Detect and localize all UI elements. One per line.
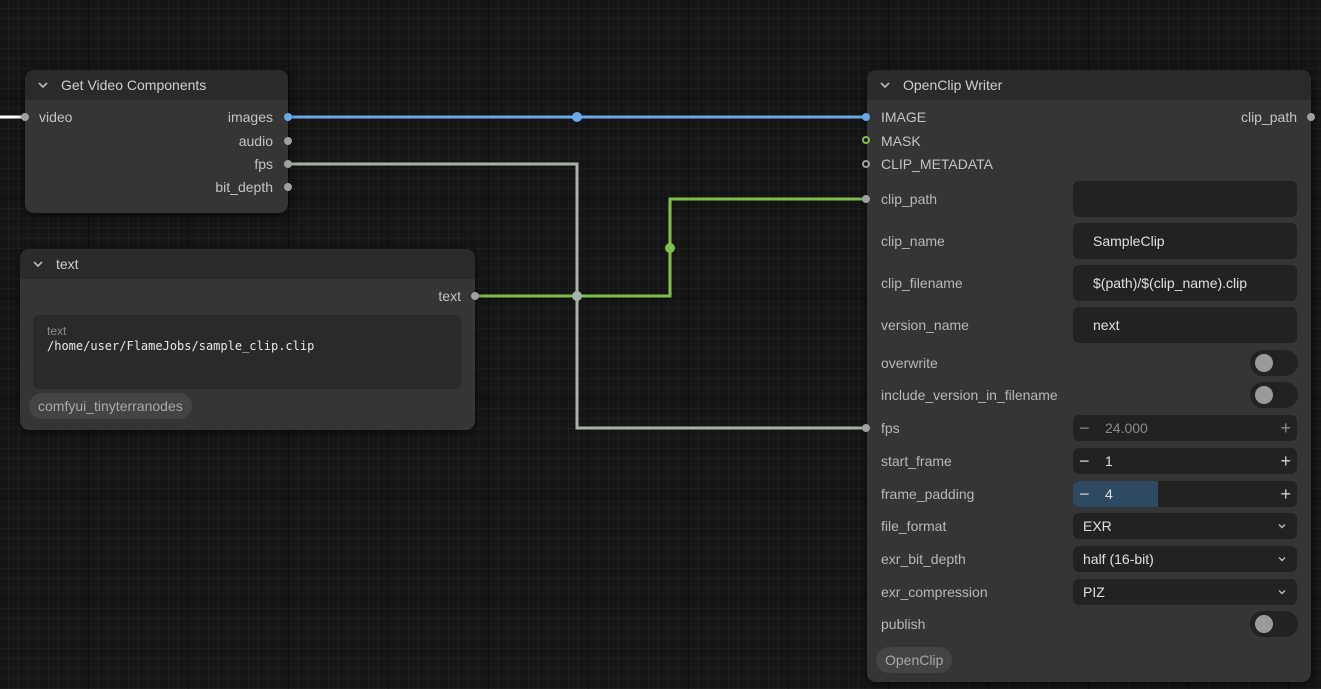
clip-filename-value: $(path)/$(clip_name).clip [1093,275,1248,291]
output-audio-dot[interactable] [284,137,292,145]
fps-label: fps [881,420,900,436]
output-clip-path-dot[interactable] [1307,113,1315,121]
chevron-down-icon[interactable] [37,79,49,91]
include-version-label: include_version_in_filename [881,387,1058,403]
start-frame-value: 1 [1105,453,1113,469]
version-name-value: next [1093,317,1120,333]
minus-icon[interactable]: − [1079,451,1090,471]
output-slot-fps: fps [254,156,273,172]
text-field[interactable]: text /home/user/FlameJobs/sample_clip.cl… [33,315,461,389]
output-slot-bit-depth: bit_depth [215,179,273,195]
input-slot-clip-metadata: CLIP_METADATA [881,156,994,172]
input-slot-mask: MASK [881,133,921,149]
node-title: OpenClip Writer [903,77,1003,93]
toggle-knob [1255,615,1273,633]
node-source-badge: comfyui_tinyterranodes [29,393,192,419]
output-fps-dot[interactable] [284,160,292,168]
chevron-down-icon [1278,524,1286,529]
file-format-label: file_format [881,518,947,534]
node-source-badge: OpenClip [876,647,953,673]
chevron-down-icon[interactable] [32,258,44,270]
overwrite-label: overwrite [881,355,938,371]
toggle-knob [1255,354,1273,372]
version-name-field[interactable]: next [1073,307,1297,343]
node-header[interactable]: Get Video Components [25,70,288,100]
clip-filename-label: clip_filename [881,275,963,291]
input-slot-video: video [39,109,73,125]
file-format-value: EXR [1083,518,1112,534]
text-field-label: text [47,324,67,338]
input-image-dot[interactable] [862,113,870,121]
exr-bit-depth-label: exr_bit_depth [881,551,966,567]
start-frame-label: start_frame [881,453,952,469]
node-openclip-writer[interactable]: OpenClip Writer IMAGE clip_path MASK CLI… [862,70,1315,682]
publish-label: publish [881,616,926,632]
exr-compression-select[interactable]: PIZ [1073,579,1297,605]
image-link-midpoint[interactable] [572,112,582,122]
output-slot-text: text [438,288,461,304]
minus-icon[interactable]: − [1079,418,1090,438]
publish-toggle[interactable] [1250,611,1298,637]
plus-icon[interactable]: + [1280,451,1291,471]
text-field-value[interactable]: /home/user/FlameJobs/sample_clip.clip [47,339,315,353]
input-clip-path-dot[interactable] [862,195,870,203]
node-title: text [56,256,79,272]
output-images-dot[interactable] [284,113,292,121]
input-slot-video-dot[interactable] [21,113,29,121]
file-format-select[interactable]: EXR [1073,513,1297,539]
string-link-midpoint[interactable] [665,243,675,253]
clip-name-label: clip_name [881,233,945,249]
clip-name-value: SampleClip [1093,233,1165,249]
output-slot-clip-path: clip_path [1240,109,1297,125]
clip-filename-field[interactable]: $(path)/$(clip_name).clip [1073,265,1297,301]
frame-padding-value: 4 [1105,486,1113,502]
input-fps-dot[interactable] [862,424,870,432]
input-slot-image: IMAGE [881,109,927,125]
frame-padding-label: frame_padding [881,486,975,502]
clip-path-label: clip_path [881,191,938,207]
plus-icon[interactable]: + [1280,418,1291,438]
node-header[interactable]: OpenClip Writer [867,70,1311,100]
include-version-toggle[interactable] [1250,382,1298,408]
exr-compression-value: PIZ [1083,584,1105,600]
chevron-down-icon [1278,590,1286,595]
node-get-video-components[interactable]: Get Video Components video images audio … [21,70,292,213]
input-clip-metadata-dot[interactable] [862,160,870,168]
fps-link-midpoint[interactable] [572,291,582,301]
exr-compression-label: exr_compression [881,584,988,600]
output-slot-audio: audio [238,133,273,149]
text-to-clip-path-link [475,197,866,298]
plus-icon[interactable]: + [1280,484,1291,504]
frame-padding-stepper[interactable]: − 4 + [1073,481,1297,507]
chevron-down-icon[interactable] [879,79,891,91]
clip-path-field[interactable] [1073,181,1297,217]
exr-bit-depth-select[interactable]: half (16-bit) [1073,546,1297,572]
overwrite-toggle[interactable] [1250,350,1298,376]
frame-padding-fill [1073,481,1159,507]
output-text-dot[interactable] [471,292,479,300]
output-slot-images: images [227,109,273,125]
input-mask-dot[interactable] [862,136,870,144]
node-title: Get Video Components [61,77,207,93]
fps-value: 24.000 [1105,420,1148,436]
toggle-knob [1255,386,1273,404]
node-header[interactable]: text [20,249,475,279]
start-frame-stepper[interactable]: − 1 + [1073,448,1297,474]
clip-name-field[interactable]: SampleClip [1073,223,1297,259]
version-name-label: version_name [881,317,969,333]
exr-bit-depth-value: half (16-bit) [1083,551,1154,567]
output-bit-depth-dot[interactable] [284,183,292,191]
fps-stepper[interactable]: − 24.000 + [1073,415,1297,441]
chevron-down-icon [1278,557,1286,562]
node-text[interactable]: text text text /home/user/FlameJobs/samp… [20,249,479,430]
minus-icon[interactable]: − [1079,484,1090,504]
